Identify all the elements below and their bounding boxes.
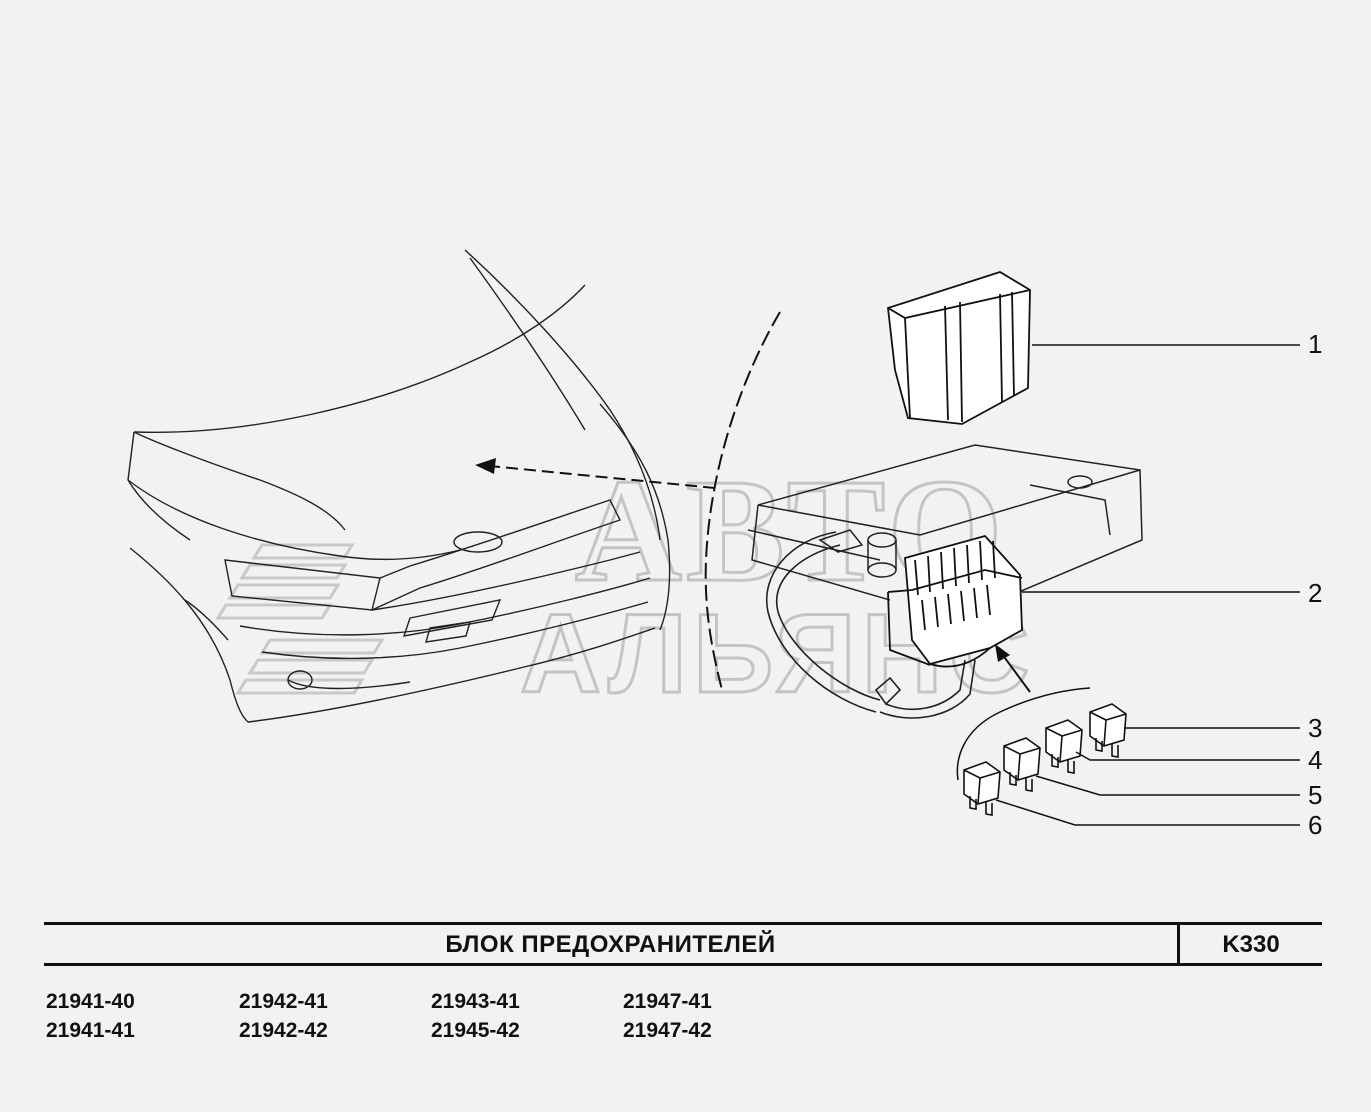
zoom-arrow [956, 644, 1091, 781]
model-code: 21942-42 [239, 1019, 328, 1042]
battery [747, 444, 1143, 601]
model-code: 21947-42 [623, 1019, 712, 1042]
model-code: 21941-40 [46, 990, 135, 1013]
fuse-5 [1003, 737, 1041, 792]
model-code: 21941-41 [46, 1019, 135, 1042]
page-title: БЛОК ПРЕДОХРАНИТЕЛЕЙ [445, 931, 776, 958]
fuse-box-cover [887, 271, 1031, 425]
callout-6: 6 [1308, 810, 1323, 840]
model-code: 21947-41 [623, 990, 712, 1013]
callout-1: 1 [1308, 329, 1323, 359]
fuse-box-slots [914, 540, 996, 631]
page-code: K330 [1222, 931, 1280, 958]
fuse-box-diagram: АВТО АЛЬЯНС [127, 249, 1300, 826]
watermark-logo [215, 543, 385, 695]
callout-3: 3 [1308, 713, 1323, 743]
battery-cable [765, 531, 976, 719]
car-front [127, 249, 671, 723]
model-list: 21941-40 21941-41 21942-41 21942-42 2194… [46, 990, 846, 1050]
fuse-3 [1089, 703, 1127, 758]
leader-lines [995, 344, 1300, 826]
callout-5: 5 [1308, 780, 1323, 810]
locator-arrow [475, 311, 781, 691]
model-code: 21945-42 [431, 1019, 520, 1042]
title-block: БЛОК ПРЕДОХРАНИТЕЛЕЙ K330 [44, 922, 1322, 966]
model-code: 21942-41 [239, 990, 328, 1013]
fuse-4 [1045, 719, 1083, 774]
callout-4: 4 [1308, 745, 1323, 775]
fuse-6 [963, 761, 1001, 816]
callout-2: 2 [1308, 578, 1323, 608]
model-code: 21943-41 [431, 990, 520, 1013]
title-divider [1177, 922, 1180, 966]
fuse-box [887, 534, 1023, 668]
